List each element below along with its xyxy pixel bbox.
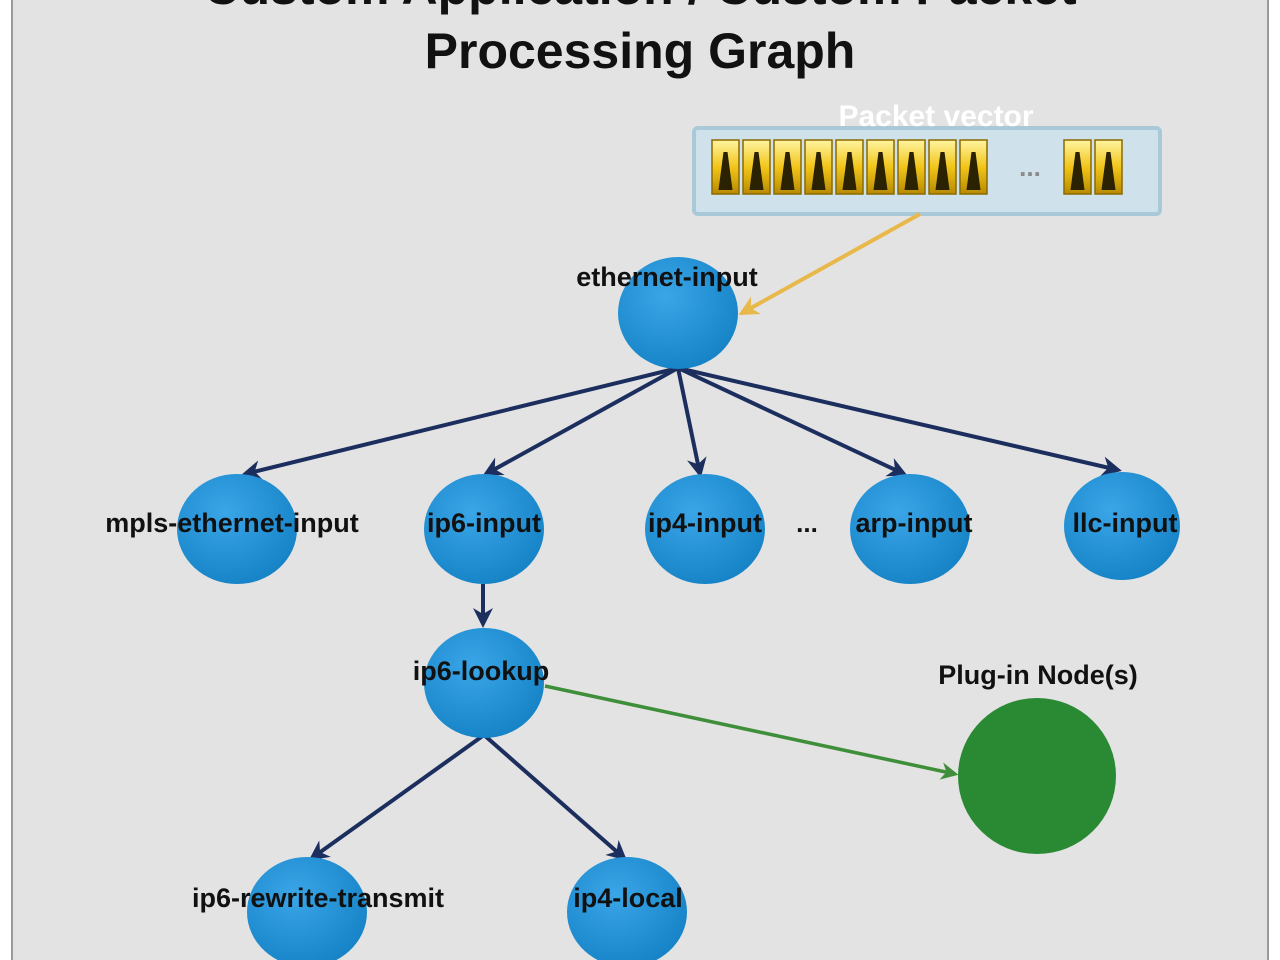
label-ethernet-input: ethernet-input bbox=[576, 262, 758, 292]
edge-ethernet-to-mpls bbox=[241, 366, 679, 480]
packet-group-left bbox=[711, 139, 988, 195]
packet-group-right bbox=[1063, 139, 1123, 195]
node-ip4-input bbox=[645, 474, 765, 584]
label-ip6-rewrite-transmit: ip6-rewrite-transmit bbox=[192, 883, 444, 913]
label-mpls-ethernet-input: mpls-ethernet-input bbox=[105, 508, 359, 538]
nodes bbox=[177, 257, 1180, 960]
title-line-1: Custom Application / Custom Packet bbox=[203, 0, 1077, 15]
node-ip6-input bbox=[424, 474, 544, 584]
label-arp-input: arp-input bbox=[856, 508, 973, 538]
edge-ethernet-to-llc-input bbox=[677, 366, 1122, 477]
edge-ip6-lookup-to-plugin bbox=[544, 684, 959, 780]
packet-icon bbox=[835, 139, 864, 195]
node-ip6-rewrite-transmit bbox=[247, 857, 367, 960]
edge-ip6-lookup-to-rewrite bbox=[308, 733, 486, 861]
label-ip6-lookup: ip6-lookup bbox=[413, 656, 550, 686]
packet-icon bbox=[959, 139, 988, 195]
label-ip4-local: ip4-local bbox=[573, 883, 683, 913]
node-mpls-ethernet-input bbox=[177, 474, 297, 584]
packet-icon bbox=[1094, 139, 1123, 195]
node-llc-input bbox=[1064, 472, 1180, 580]
packet-vector-ellipsis: ... bbox=[1019, 152, 1041, 182]
node-plugin bbox=[958, 698, 1116, 854]
row-ellipsis: ... bbox=[796, 508, 818, 538]
label-llc-input: llc-input bbox=[1073, 508, 1178, 538]
edge-vector-to-ethernet-input bbox=[738, 212, 921, 315]
packet-icon bbox=[866, 139, 895, 195]
edge-ethernet-to-arp-input bbox=[677, 366, 908, 477]
packet-vector: Packet vector ... bbox=[692, 100, 1162, 216]
node-ip4-local bbox=[567, 857, 687, 960]
packet-icon bbox=[1063, 139, 1092, 195]
label-ip4-input: ip4-input bbox=[648, 508, 762, 538]
edge-ethernet-to-ip6-input bbox=[482, 366, 679, 476]
packet-icon bbox=[928, 139, 957, 195]
label-ip6-input: ip6-input bbox=[427, 508, 541, 538]
edge-ethernet-to-ip4-input bbox=[676, 367, 707, 478]
packet-vector-label: Packet vector bbox=[838, 100, 1033, 133]
title-line-2: Processing Graph bbox=[425, 23, 856, 79]
node-arp-input bbox=[850, 474, 970, 584]
node-ip6-lookup bbox=[424, 628, 544, 738]
node-labels: ethernet-input mpls-ethernet-input ip6-i… bbox=[105, 262, 1177, 913]
packet-icon bbox=[711, 139, 740, 195]
label-plugin-nodes: Plug-in Node(s) bbox=[938, 660, 1137, 690]
packet-icon bbox=[804, 139, 833, 195]
packet-icon bbox=[742, 139, 771, 195]
packet-icon bbox=[897, 139, 926, 195]
edges bbox=[241, 212, 1122, 861]
packet-icon bbox=[773, 139, 802, 195]
node-ethernet-input bbox=[618, 257, 738, 369]
edge-ip6-lookup-to-ip4-local bbox=[482, 733, 628, 861]
